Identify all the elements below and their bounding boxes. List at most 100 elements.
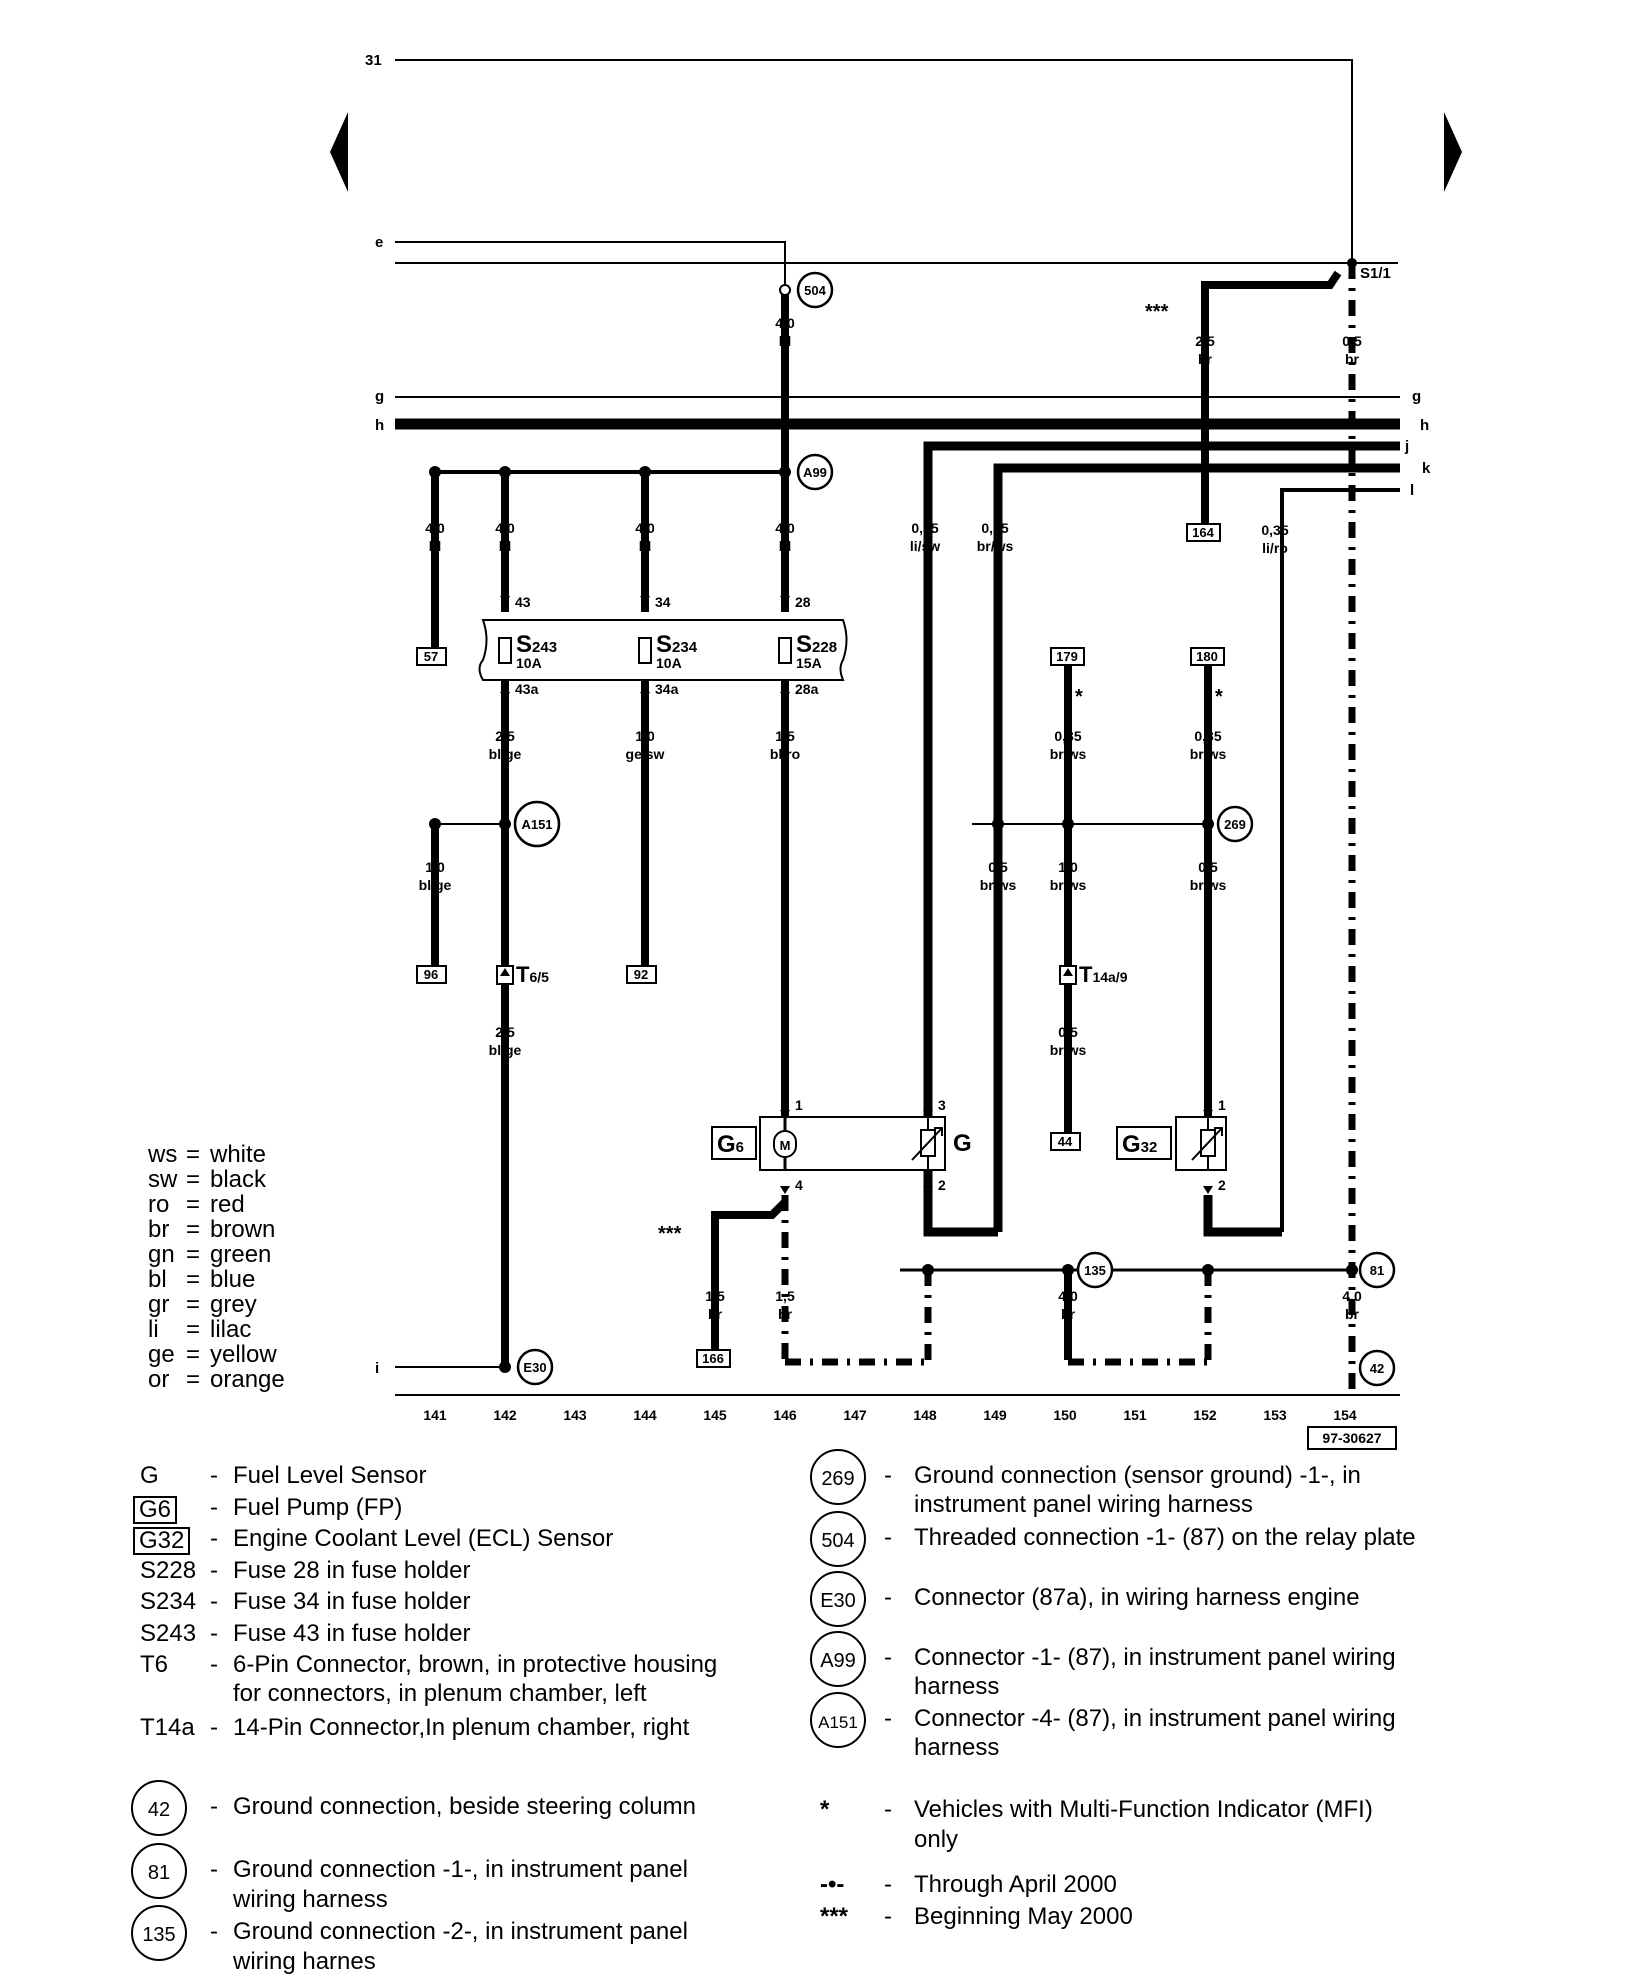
wire-label-179-size: 0,35	[1054, 728, 1081, 744]
track-label: 145	[703, 1407, 727, 1423]
ref-boxes	[416, 523, 1225, 1368]
color-code-equals: =	[186, 1291, 200, 1318]
legend-key: S228	[140, 1556, 197, 1584]
wire-label-146-size: 1,5	[775, 1288, 795, 1304]
fuse-s228-rating: 15A	[796, 655, 822, 671]
track-label: 149	[983, 1407, 1007, 1423]
wire-label-166-size: 1,5	[705, 1288, 725, 1304]
legend-ground-circle	[810, 1692, 866, 1748]
ref-96-box	[416, 965, 447, 984]
arrow-28	[780, 596, 790, 605]
wire-label-504-size: 4,0	[775, 315, 795, 331]
left-triangle-icon[interactable]	[330, 112, 348, 192]
component-g32-label: G32	[1122, 1131, 1157, 1158]
legend-symbol: *	[820, 1796, 830, 1823]
dot-s11	[1347, 258, 1357, 268]
dot-28	[779, 466, 791, 478]
color-code-equals: =	[186, 1166, 200, 1193]
dot-57	[429, 466, 441, 478]
wire-label-34a-size: 1,0	[635, 728, 655, 744]
variable-resistor-g32-icon	[1191, 1117, 1223, 1170]
mark-triple-g6: ***	[658, 1223, 682, 1245]
wire-label-s11a-size: 2,5	[1195, 333, 1215, 349]
rail-label-j: j	[1404, 438, 1409, 455]
node-label-504: 504	[804, 283, 826, 298]
wire-label-brws3-size: 1,0	[1058, 859, 1078, 875]
track-label: 150	[1053, 1407, 1077, 1423]
fuse-pin-28: 28	[795, 594, 811, 610]
color-code: sw	[148, 1166, 178, 1193]
track-label: 152	[1193, 1407, 1217, 1423]
fuse-holder	[478, 619, 848, 681]
legend-description: for connectors, in plenum chamber, left	[233, 1680, 647, 1707]
wire-label-28a-color: bl/ro	[770, 746, 800, 762]
legend-ground-circle	[131, 1905, 187, 1961]
legend-key: 504	[821, 1530, 854, 1552]
color-code-name: green	[210, 1241, 271, 1268]
wire-label-brws4-size: 0,5	[1198, 859, 1218, 875]
wire-label-135-size: 4,0	[1058, 1288, 1078, 1304]
color-code: ws	[147, 1141, 177, 1168]
dot-269-149	[992, 818, 1004, 830]
wire-label-t14a-size: 0,5	[1058, 1024, 1078, 1040]
arrow-g-3	[923, 1110, 933, 1118]
color-code-name: blue	[210, 1266, 255, 1293]
wire-label-504-color: bl	[779, 333, 791, 349]
rail-label-h-right: h	[1420, 417, 1429, 434]
legend-dash: -	[210, 1793, 218, 1820]
ref-166: 166	[702, 1351, 724, 1366]
wire-label-34-size: 4,0	[635, 520, 655, 536]
legend-dash: -	[884, 1796, 892, 1823]
fuse-pin-43: 43	[515, 594, 531, 610]
ref-96: 96	[424, 967, 438, 982]
legend-dash: -	[884, 1584, 892, 1611]
wire-label-179-color: br/ws	[1050, 746, 1087, 762]
track-label: 153	[1263, 1407, 1287, 1423]
wire-label-brws4-color: br/ws	[1190, 877, 1227, 893]
track-label: 154	[1333, 1407, 1357, 1423]
legend-ground-circle	[131, 1780, 187, 1836]
wire-label-154-size: 4,0	[1342, 1288, 1362, 1304]
legend-description: Through April 2000	[914, 1871, 1117, 1898]
legend-dash: -	[210, 1462, 218, 1489]
dot-150	[1062, 1264, 1074, 1276]
wire-label-154-color: br	[1345, 1306, 1360, 1322]
rail-j	[923, 441, 1400, 1232]
node-label-135: 135	[1084, 1263, 1106, 1278]
nodes	[513, 271, 1396, 1387]
legend-description: harness	[914, 1673, 1000, 1700]
right-triangle-icon[interactable]	[1444, 112, 1462, 192]
node-label-269: 269	[1224, 817, 1246, 832]
legend-ground-circle	[810, 1449, 866, 1505]
color-code-equals: =	[186, 1141, 200, 1168]
node-label-42: 42	[1370, 1361, 1384, 1376]
node-label-a151: A151	[521, 817, 552, 832]
fuse-bodies	[498, 637, 792, 664]
rail-label-k: k	[1422, 460, 1431, 477]
color-code-equals: =	[186, 1266, 200, 1293]
node-e30	[516, 1348, 554, 1386]
legend-key: A99	[820, 1650, 856, 1672]
legend-description: Vehicles with Multi-Function Indicator (…	[914, 1796, 1373, 1823]
legend-symbol: -•-	[820, 1871, 845, 1898]
rail-k	[993, 463, 1400, 1232]
legend-ground-circle	[810, 1511, 866, 1567]
arrow-34a	[640, 692, 650, 701]
ref-92: 92	[634, 967, 648, 982]
rail-label-i: i	[375, 1360, 379, 1377]
color-code-legend: ws=whitesw=blackro=redbr=browngn=greenbl…	[147, 1141, 285, 1393]
arrow-g32-1	[1203, 1110, 1213, 1118]
rail-31	[395, 59, 1353, 263]
dot-96	[429, 818, 441, 830]
wire-label-43a-color: bl/ge	[489, 746, 522, 762]
color-code: or	[148, 1366, 169, 1393]
wire-label-brws2-color: br/ws	[980, 877, 1017, 893]
legend-dash: -	[884, 1705, 892, 1732]
node-a151	[513, 800, 561, 848]
fuse-pin-28a: 28a	[795, 681, 819, 697]
color-code-name: orange	[210, 1366, 285, 1393]
wire-label-34a-color: ge/sw	[626, 746, 665, 762]
wire-label-s11b-color: br	[1345, 351, 1360, 367]
wire-label-t14a-color: br/ws	[1050, 1042, 1087, 1058]
fuse-pin-43a: 43a	[515, 681, 539, 697]
